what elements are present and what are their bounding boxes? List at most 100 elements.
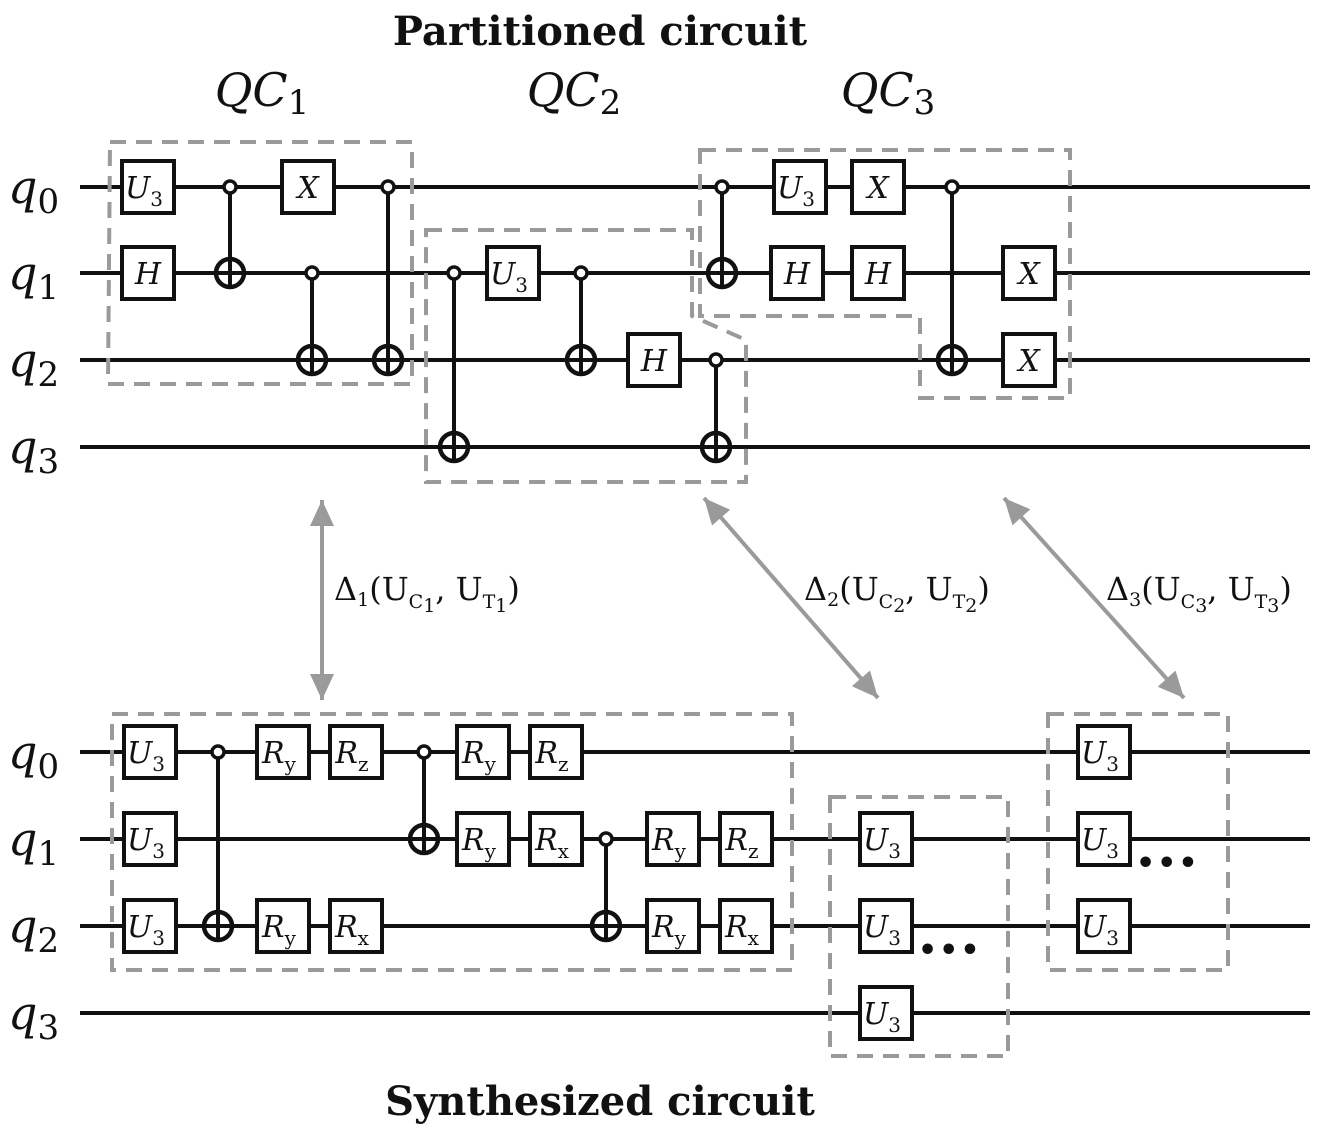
gate-box	[120, 245, 176, 301]
gate-box	[120, 159, 176, 215]
qubit-label: q1	[8, 812, 59, 874]
qubit-label: q1	[8, 246, 59, 308]
gate-label: U3	[863, 997, 901, 1037]
gate-box	[328, 898, 384, 954]
arrow-head	[310, 674, 334, 700]
gate-label: U3	[127, 736, 165, 776]
gate-box	[858, 985, 914, 1041]
gate-box	[255, 724, 311, 780]
gate-label: Ry	[261, 910, 297, 950]
gate-box	[528, 811, 584, 867]
gate-label: Ry	[461, 736, 497, 776]
qubit-label: q0	[8, 725, 59, 787]
synth-box-3	[1046, 712, 1230, 972]
gate-box	[718, 811, 774, 867]
cnot-control	[708, 352, 724, 368]
gate-box	[122, 724, 178, 780]
partition-box-qc3	[698, 148, 1072, 400]
gate-box	[122, 898, 178, 954]
arrow-head	[1004, 498, 1031, 526]
gate-label: H	[783, 257, 811, 292]
cnot-control	[222, 179, 238, 195]
title-partitioned-circuit: Partitioned circuit	[392, 8, 808, 55]
gate-box	[1001, 332, 1057, 388]
gate-label: Ry	[461, 823, 497, 863]
gate-label: Rx	[724, 910, 760, 950]
distance-label: Δ2(UC2, UT2)	[804, 570, 990, 617]
cnot-control	[380, 179, 396, 195]
title-synthesized-circuit: Synthesized circuit	[385, 1078, 815, 1125]
gate-label: X	[295, 171, 320, 206]
partition-label: QC1	[215, 63, 310, 123]
gate-box	[1076, 724, 1132, 780]
distance-arrow-3	[1002, 496, 1186, 700]
gate-label: Rz	[334, 736, 368, 776]
gate-label: U3	[1081, 736, 1119, 776]
gate-label: X	[1016, 344, 1041, 379]
gate-box	[280, 159, 336, 215]
gate-label: H	[134, 257, 162, 292]
arrow-head	[851, 670, 878, 698]
cnot-control	[598, 831, 614, 847]
gate-label: U3	[863, 823, 901, 863]
cnot-control	[446, 265, 462, 281]
gate-label: Ry	[651, 823, 687, 863]
gate-label: Ry	[261, 736, 297, 776]
gate-box	[528, 724, 584, 780]
cnot-control	[304, 265, 320, 281]
gate-box	[850, 159, 906, 215]
gate-label: Ry	[651, 910, 687, 950]
distance-label: Δ1(UC1, UT1)	[334, 570, 520, 617]
partition-label: QC2	[527, 63, 622, 123]
gate-label: U3	[127, 910, 165, 950]
cnot-control	[714, 179, 730, 195]
arrow-head	[1157, 670, 1184, 698]
cnot-control	[210, 744, 226, 760]
gate-box	[645, 898, 701, 954]
gate-box	[858, 898, 914, 954]
gate-box	[718, 898, 774, 954]
gate-label: U3	[127, 823, 165, 863]
gate-box	[1001, 245, 1057, 301]
qubit-label: q0	[8, 160, 59, 222]
qubit-label: q2	[8, 899, 59, 961]
ellipsis: •••	[1136, 846, 1200, 881]
partition-label: QC3	[841, 63, 936, 123]
gate-box	[455, 724, 511, 780]
gate-label: U3	[863, 910, 901, 950]
gate-label: Rx	[334, 910, 370, 950]
gate-box	[858, 811, 914, 867]
synth-box-2	[828, 795, 1010, 1058]
gate-label: Rz	[534, 736, 568, 776]
gate-label: Rz	[724, 823, 758, 863]
gate-label: U3	[1081, 910, 1119, 950]
qubit-label: q2	[8, 333, 59, 395]
cnot-control	[573, 265, 589, 281]
synth-box-1	[110, 712, 794, 972]
gate-label: H	[864, 257, 892, 292]
gate-box	[255, 898, 311, 954]
cnot-control	[416, 744, 432, 760]
gate-label: U3	[777, 171, 815, 211]
gate-label: H	[640, 344, 668, 379]
gate-box	[122, 811, 178, 867]
arrow-head	[310, 500, 334, 526]
gate-box	[626, 332, 682, 388]
gate-label: U3	[490, 257, 528, 297]
gate-box	[769, 245, 825, 301]
partition-box-qc2	[424, 228, 748, 484]
gate-box	[485, 245, 541, 301]
gate-label: X	[1016, 257, 1041, 292]
qubit-label: q3	[8, 420, 59, 482]
gate-label: Rx	[534, 823, 570, 863]
gate-label: U3	[1081, 823, 1119, 863]
gate-box	[1076, 811, 1132, 867]
gate-box	[455, 811, 511, 867]
gate-label: U3	[125, 171, 163, 211]
gate-box	[772, 159, 828, 215]
cnot-control	[944, 179, 960, 195]
ellipsis: •••	[918, 933, 982, 968]
arrow-head	[704, 498, 731, 526]
